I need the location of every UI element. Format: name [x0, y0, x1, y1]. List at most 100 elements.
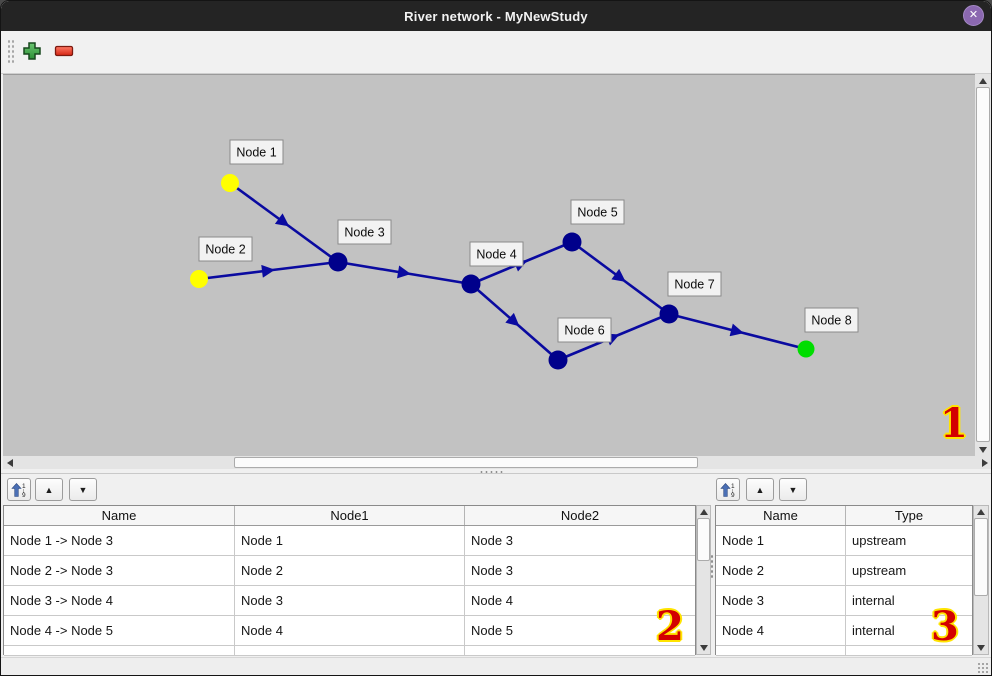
canvas-vscroll-up-button[interactable]	[975, 74, 991, 87]
edge-node2-node3[interactable]	[198, 260, 339, 281]
edge-node3-node4[interactable]	[337, 260, 472, 286]
cell-name[interactable]: Node 3	[716, 586, 846, 615]
node-circle-node8[interactable]	[797, 340, 815, 358]
column-header[interactable]: Type	[894, 508, 924, 523]
node-circle-node4[interactable]	[461, 274, 481, 294]
vertical-splitter-handle[interactable]	[710, 554, 715, 580]
node-label-box[interactable]	[804, 307, 859, 333]
cell-type[interactable]: internal	[852, 593, 895, 608]
node-circle-node2[interactable]	[190, 270, 208, 288]
edge-node5-node7[interactable]	[571, 240, 670, 316]
main-toolbar	[1, 31, 991, 74]
add-node-button[interactable]	[20, 38, 44, 64]
table-row[interactable]: Node 1 -> Node 3 Node 1 Node 3	[4, 526, 695, 556]
table-row[interactable]: Node 4 -> Node 5 Node 4 Node 5	[4, 616, 695, 646]
node-label-box[interactable]	[229, 139, 284, 165]
cell-name[interactable]: Node 2 -> Node 3	[4, 556, 235, 585]
nodes-vscroll-thumb[interactable]	[974, 518, 988, 596]
column-header[interactable]: Name	[4, 506, 235, 525]
node-label[interactable]: Node 1	[236, 146, 276, 160]
edge-node1-node3[interactable]	[229, 181, 339, 264]
cell-name[interactable]: Node 1 -> Node 3	[4, 526, 235, 555]
nodes-vscroll-down-button[interactable]	[974, 642, 988, 654]
node-label[interactable]: Node 3	[344, 226, 384, 240]
table-row-empty[interactable]	[716, 646, 972, 656]
cell-type[interactable]: internal	[852, 623, 895, 638]
column-header[interactable]: Node1	[235, 506, 465, 525]
table-row[interactable]: Node 3 -> Node 4 Node 3 Node 4	[4, 586, 695, 616]
cell-name[interactable]: Node 4	[716, 616, 846, 645]
canvas-hscroll-thumb[interactable]	[234, 457, 698, 468]
cell-type[interactable]: upstream	[852, 533, 907, 548]
network-canvas[interactable]: Node 1 Node 2 Node 3 Node 4 Node 5 Node …	[3, 74, 975, 456]
table-row[interactable]: Node 3 internal	[716, 586, 972, 616]
window-resize-grip[interactable]	[977, 662, 989, 674]
node-label[interactable]: Node 2	[205, 243, 245, 257]
cell-node2[interactable]: Node 3	[471, 533, 513, 548]
cell-name[interactable]: Node 1	[716, 526, 846, 555]
node-circle-node3[interactable]	[328, 252, 348, 272]
edge-node7-node8[interactable]	[668, 312, 807, 351]
horizontal-splitter-handle[interactable]	[479, 470, 505, 474]
cell-name[interactable]: Node 4 -> Node 5	[4, 616, 235, 645]
node-circle-node6[interactable]	[548, 350, 568, 370]
reaches-table-header: Name Node1 Node2	[4, 506, 695, 526]
table-row[interactable]: Node 4 internal	[716, 616, 972, 646]
reaches-sort-button[interactable]: 1 9	[7, 478, 31, 501]
nodes-table: Name Type Node 1 upstream Node 2 upstrea…	[715, 505, 973, 656]
nodes-move-up-button[interactable]: ▲	[746, 478, 774, 501]
node-label-box[interactable]	[667, 271, 722, 297]
annotation-1: 1	[940, 400, 968, 447]
node-label-box[interactable]	[469, 241, 524, 267]
table-row[interactable]: Node 2 -> Node 3 Node 2 Node 3	[4, 556, 695, 586]
cell-node2[interactable]: Node 3	[471, 563, 513, 578]
table-row[interactable]: Node 1 upstream	[716, 526, 972, 556]
node-label-box[interactable]	[337, 219, 392, 245]
cell-node1[interactable]: Node 2	[235, 556, 465, 585]
cell-name[interactable]: Node 3 -> Node 4	[4, 586, 235, 615]
reaches-move-up-button[interactable]: ▲	[35, 478, 63, 501]
node-circle-node1[interactable]	[221, 174, 239, 192]
node-label-box[interactable]	[570, 199, 625, 225]
up-triangle-icon: ▲	[755, 484, 765, 495]
edge-node6-node7[interactable]	[557, 312, 670, 362]
canvas-hscroll-right-button[interactable]	[978, 456, 991, 469]
node-label-box[interactable]	[198, 236, 253, 262]
nodes-table-header: Name Type	[716, 506, 972, 526]
nodes-vscroll-up-button[interactable]	[974, 506, 988, 518]
up-triangle-icon: ▲	[44, 484, 54, 495]
toolbar-drag-handle[interactable]	[7, 39, 14, 65]
nodes-move-down-button[interactable]: ▼	[779, 478, 807, 501]
node-circle-node7[interactable]	[659, 304, 679, 324]
node-label[interactable]: Node 4	[476, 248, 516, 262]
reaches-vscroll-thumb[interactable]	[697, 518, 710, 561]
cell-node1[interactable]: Node 1	[235, 526, 465, 555]
node-label[interactable]: Node 8	[811, 314, 851, 328]
edge-node4-node6[interactable]	[470, 283, 559, 361]
cell-node2[interactable]: Node 4	[471, 593, 513, 608]
cell-node1[interactable]: Node 3	[235, 586, 465, 615]
canvas-vscroll-down-button[interactable]	[975, 443, 991, 456]
table-row-empty[interactable]	[4, 646, 695, 656]
title-bar[interactable]: River network - MyNewStudy ✕	[1, 1, 991, 31]
node-circle-node5[interactable]	[562, 232, 582, 252]
node-label[interactable]: Node 6	[564, 324, 604, 338]
canvas-hscroll-left-button[interactable]	[3, 456, 16, 469]
cell-name[interactable]: Node 2	[716, 556, 846, 585]
reaches-vscroll-up-button[interactable]	[697, 506, 710, 518]
remove-node-button[interactable]	[52, 38, 76, 64]
cell-type[interactable]: upstream	[852, 563, 907, 578]
nodes-sort-button[interactable]: 1 9	[716, 478, 740, 501]
table-row[interactable]: Node 2 upstream	[716, 556, 972, 586]
reaches-move-down-button[interactable]: ▼	[69, 478, 97, 501]
cell-node2[interactable]: Node 5	[471, 623, 513, 638]
cell-node1[interactable]: Node 4	[235, 616, 465, 645]
node-label[interactable]: Node 5	[577, 206, 617, 220]
column-header[interactable]: Name	[716, 506, 846, 525]
canvas-vscroll-thumb[interactable]	[976, 87, 990, 442]
reaches-vscroll-down-button[interactable]	[697, 642, 710, 654]
node-label-box[interactable]	[557, 317, 612, 343]
close-button[interactable]: ✕	[963, 5, 984, 26]
node-label[interactable]: Node 7	[674, 278, 714, 292]
column-header[interactable]: Node2	[560, 508, 600, 523]
